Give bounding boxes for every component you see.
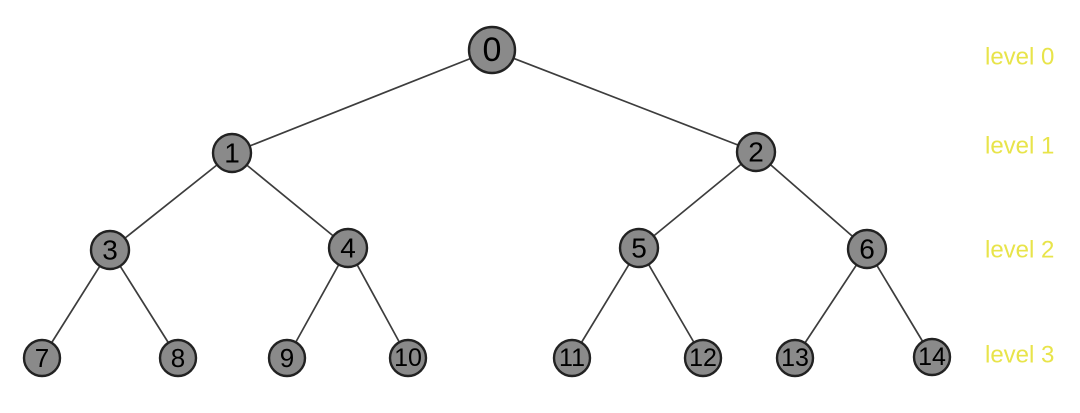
node-label-5: 5 [631, 233, 647, 264]
tree-node-3: 3 [89, 229, 131, 271]
tree-node-10: 10 [388, 338, 428, 378]
node-label-13: 13 [781, 344, 809, 372]
tree-node-13: 13 [775, 338, 815, 378]
node-circle-7 [22, 338, 62, 378]
node-label-0: 0 [483, 31, 502, 69]
tree-node-0: 0 [467, 25, 517, 75]
node-label-10: 10 [394, 344, 422, 372]
tree-node-2: 2 [735, 131, 777, 173]
node-circle-9 [267, 338, 307, 378]
edge-2-6 [755, 151, 868, 250]
edge-3-8 [109, 249, 179, 359]
node-label-3: 3 [102, 235, 118, 266]
level-label-3: level 3 [985, 342, 1054, 369]
node-circle-0 [467, 25, 517, 75]
tree-node-12: 12 [683, 338, 723, 378]
level-label-2: level 2 [985, 237, 1054, 264]
node-circle-1 [211, 132, 253, 174]
edge-6-13 [794, 248, 868, 359]
tree-node-4: 4 [327, 227, 369, 269]
node-circle-6 [846, 228, 888, 270]
node-label-12: 12 [689, 344, 717, 372]
node-circle-2 [735, 131, 777, 173]
node-circle-12 [683, 338, 723, 378]
level-label-0: level 0 [985, 44, 1054, 71]
edge-5-11 [571, 247, 640, 359]
edge-5-12 [638, 247, 704, 359]
node-label-14: 14 [918, 343, 946, 371]
tree-node-11: 11 [552, 338, 592, 378]
tree-node-14: 14 [912, 337, 952, 377]
edge-1-4 [231, 152, 349, 249]
node-label-8: 8 [171, 343, 185, 373]
node-circle-14 [912, 337, 952, 377]
tree-node-7: 7 [22, 338, 62, 378]
node-circle-8 [158, 338, 198, 378]
edge-6-14 [866, 248, 933, 358]
edge-1-3 [109, 152, 233, 251]
node-label-7: 7 [35, 343, 49, 373]
edge-2-5 [638, 151, 757, 249]
node-circle-4 [327, 227, 369, 269]
level-labels-layer: level 0 level 1 level 2 level 3 [985, 44, 1054, 369]
edge-4-10 [347, 247, 409, 359]
edge-0-1 [231, 49, 493, 154]
tree-node-8: 8 [158, 338, 198, 378]
edges-layer [41, 49, 933, 359]
node-label-4: 4 [340, 233, 356, 264]
node-label-1: 1 [224, 138, 240, 169]
tree-node-5: 5 [618, 227, 660, 269]
edge-4-9 [286, 247, 349, 359]
level-label-1: level 1 [985, 133, 1054, 160]
node-label-9: 9 [280, 343, 294, 373]
tree-node-1: 1 [211, 132, 253, 174]
tree-node-6: 6 [846, 228, 888, 270]
node-label-11: 11 [559, 344, 585, 372]
tree-node-9: 9 [267, 338, 307, 378]
edge-3-7 [41, 249, 111, 359]
node-circle-5 [618, 227, 660, 269]
node-circle-11 [552, 338, 592, 378]
node-circle-13 [775, 338, 815, 378]
node-circle-10 [388, 338, 428, 378]
node-label-6: 6 [859, 234, 875, 265]
node-label-2: 2 [748, 137, 764, 168]
node-circle-3 [89, 229, 131, 271]
edge-0-2 [491, 49, 757, 153]
